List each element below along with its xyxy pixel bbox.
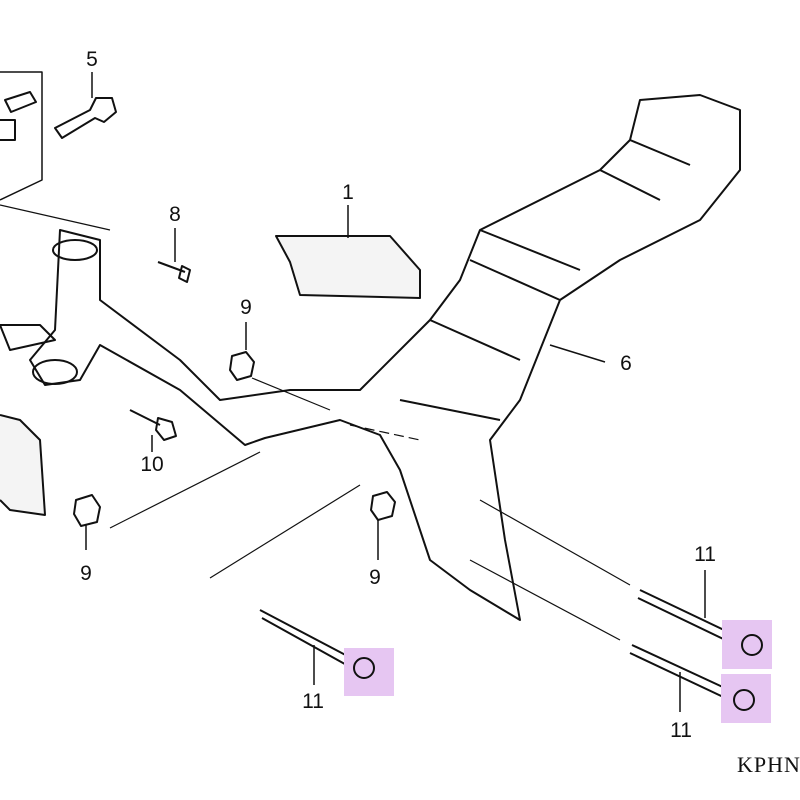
callout-11[interactable]: 11 (694, 543, 716, 566)
nut-9a (229, 351, 255, 381)
callout-6[interactable]: 6 (620, 352, 632, 375)
ignition-switch (0, 91, 37, 141)
key-5 (54, 97, 117, 139)
callout-9[interactable]: 9 (369, 566, 381, 589)
plate-1 (275, 235, 421, 299)
side-pad (0, 414, 46, 516)
screw-8 (157, 261, 191, 283)
bolt-11a (259, 609, 356, 669)
leader-line (0, 204, 111, 231)
head-pipe-top (52, 239, 98, 261)
head-pipe-bottom (32, 359, 78, 385)
callout-9[interactable]: 9 (80, 562, 92, 585)
frame-crossmembers (399, 139, 691, 421)
nut-9c (370, 491, 396, 521)
callout-8[interactable]: 8 (169, 203, 181, 226)
key-set-outline (0, 71, 43, 201)
bolt-head-11b (741, 634, 763, 656)
highlight-bolt-11a[interactable] (344, 648, 394, 696)
bolt-head-11a (353, 657, 375, 679)
callout-9[interactable]: 9 (240, 296, 252, 319)
frame-bracket (0, 324, 56, 351)
callout-11[interactable]: 11 (670, 719, 692, 742)
highlight-bolt-11b[interactable] (722, 620, 772, 669)
nut-9b (73, 494, 101, 527)
callout-5[interactable]: 5 (86, 48, 98, 71)
callout-10[interactable]: 10 (140, 453, 164, 476)
callout-1[interactable]: 1 (342, 181, 354, 204)
callout-11[interactable]: 11 (302, 690, 324, 713)
bolt-10 (129, 409, 177, 441)
bolt-head-11c (733, 689, 755, 711)
diagram-code: KPHN (737, 752, 800, 777)
highlight-bolt-11c[interactable] (721, 674, 771, 723)
